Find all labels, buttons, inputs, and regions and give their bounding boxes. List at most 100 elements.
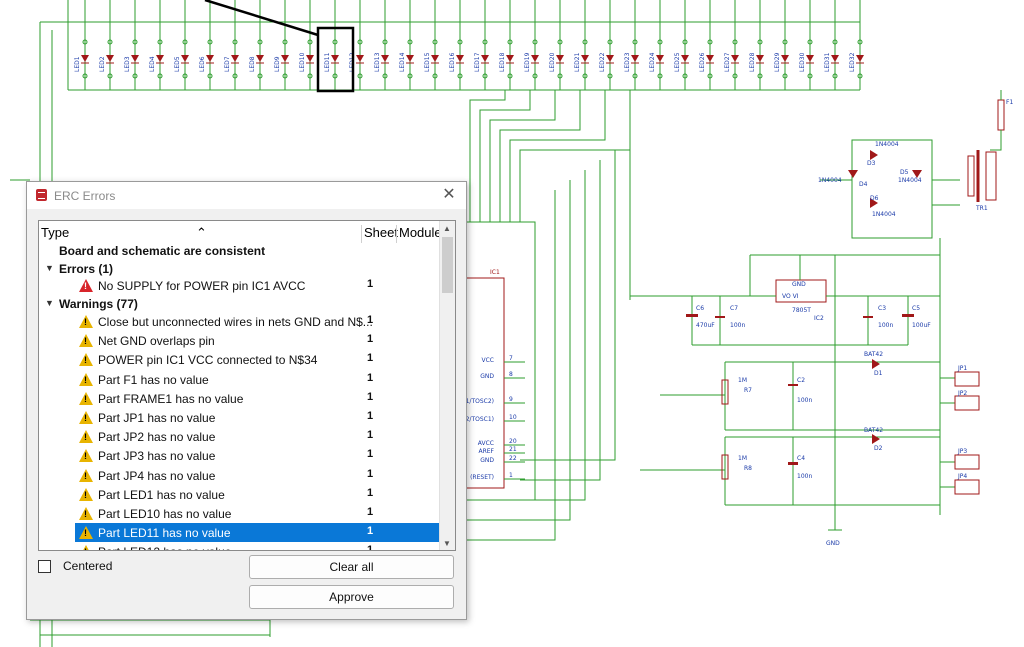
warning-text: Part JP1 has no value: [98, 411, 216, 425]
dialog-titlebar[interactable]: ERC Errors ✕: [27, 182, 466, 209]
led-symbol: [506, 55, 514, 62]
approve-button[interactable]: Approve: [249, 585, 454, 609]
scroll-up-icon[interactable]: ▲: [443, 224, 451, 233]
led-symbol: [806, 55, 814, 62]
warning-icon: [79, 372, 93, 386]
column-type[interactable]: Type: [41, 225, 70, 240]
led-unit: LED24: [649, 0, 664, 90]
centered-checkbox[interactable]: [38, 560, 51, 573]
svg-text:D2: D2: [874, 445, 883, 452]
scroll-thumb[interactable]: [442, 237, 453, 293]
led-unit: LED28: [749, 0, 764, 90]
led-label: LED6: [199, 56, 206, 72]
led-label: LED29: [774, 52, 781, 72]
led-label: LED11: [324, 52, 331, 72]
led-label: LED5: [174, 56, 181, 72]
svg-text:470uF: 470uF: [696, 322, 715, 329]
svg-text:JP2: JP2: [957, 390, 967, 397]
led-label: LED26: [699, 52, 706, 72]
led-symbol: [331, 55, 339, 62]
ic1-pin-name: GND: [480, 457, 494, 464]
warning-count: 1: [367, 467, 374, 480]
consistency-row[interactable]: Board and schematic are consistent: [39, 241, 439, 260]
warning-count: 1: [367, 371, 374, 384]
vertical-scrollbar[interactable]: ▲ ▼: [439, 221, 455, 550]
warning-text: Part LED12 has no value: [98, 545, 231, 550]
svg-text:C4: C4: [797, 455, 805, 462]
warning-icon: [79, 430, 93, 444]
ic1-pin-number: 20: [509, 438, 517, 445]
warning-row[interactable]: POWER pin IC1 VCC connected to N$341: [39, 350, 439, 369]
erc-list[interactable]: Type ⌃ Sheet Module Board and schematic …: [38, 220, 456, 551]
led-symbol: [306, 55, 314, 62]
led-unit: LED31: [824, 0, 839, 90]
svg-text:100uF: 100uF: [912, 322, 931, 329]
column-separator[interactable]: [396, 225, 397, 243]
collapse-arrow-icon[interactable]: ▼: [45, 298, 54, 308]
error-count: 1: [367, 278, 374, 290]
warning-icon: [79, 334, 93, 348]
column-sheet[interactable]: Sheet: [364, 225, 398, 240]
led-symbol: [756, 55, 764, 62]
svg-text:D5: D5: [900, 169, 909, 176]
led-unit: LED20: [549, 0, 564, 90]
errors-group[interactable]: ▼ Errors (1): [39, 259, 439, 278]
svg-text:TR1: TR1: [975, 205, 988, 212]
led-unit: LED32: [849, 0, 864, 90]
clear-all-button[interactable]: Clear all: [249, 555, 454, 579]
svg-text:JP3: JP3: [957, 448, 967, 455]
column-module[interactable]: Module: [399, 225, 442, 240]
svg-text:JP4: JP4: [957, 473, 967, 480]
svg-text:D6: D6: [870, 195, 879, 202]
error-text: No SUPPLY for POWER pin IC1 AVCC: [98, 279, 306, 293]
error-row[interactable]: No SUPPLY for POWER pin IC1 AVCC 1: [39, 276, 439, 295]
led-symbol: [181, 55, 189, 62]
led-unit: LED23: [624, 0, 639, 90]
warning-count: 1: [367, 333, 374, 346]
warnings-group[interactable]: ▼ Warnings (77): [39, 294, 439, 313]
led-unit: LED2: [99, 0, 114, 90]
svg-text:R7: R7: [744, 387, 752, 394]
led-label: LED8: [249, 56, 256, 72]
svg-text:VO VI: VO VI: [782, 293, 799, 300]
column-separator[interactable]: [361, 225, 362, 243]
led-symbol: [481, 55, 489, 62]
led-symbol: [231, 55, 239, 62]
warning-text: POWER pin IC1 VCC connected to N$34: [98, 353, 318, 368]
warning-text: Part LED11 has no value: [98, 526, 231, 541]
led-unit: LED11: [324, 0, 339, 90]
warning-row[interactable]: Close but unconnected wires in nets GND …: [39, 312, 439, 331]
warning-icon: [79, 545, 93, 550]
regulator: GND VO VI 7805T IC2: [775, 279, 827, 322]
warning-count: 1: [367, 448, 374, 461]
scroll-down-icon[interactable]: ▼: [443, 539, 451, 548]
led-label: LED16: [449, 52, 456, 72]
jumpers: JP1 JP2 JP3 JP4: [954, 365, 980, 495]
warning-icon: [79, 487, 93, 501]
collapse-arrow-icon[interactable]: ▼: [45, 263, 54, 273]
close-icon[interactable]: ✕: [442, 186, 456, 203]
errors-header: Errors (1): [59, 262, 114, 276]
svg-text:GND: GND: [826, 540, 840, 547]
led-symbol: [431, 55, 439, 62]
svg-text:D1: D1: [874, 370, 883, 377]
warning-text: Close but unconnected wires in nets GND …: [98, 315, 373, 329]
svg-text:BAT42: BAT42: [864, 427, 883, 434]
svg-text:1M: 1M: [738, 377, 747, 384]
led-unit: LED1: [74, 0, 89, 90]
ic1-pin-name: (XTAL2/TOSC1): [449, 416, 494, 423]
warning-icon: [79, 391, 93, 405]
